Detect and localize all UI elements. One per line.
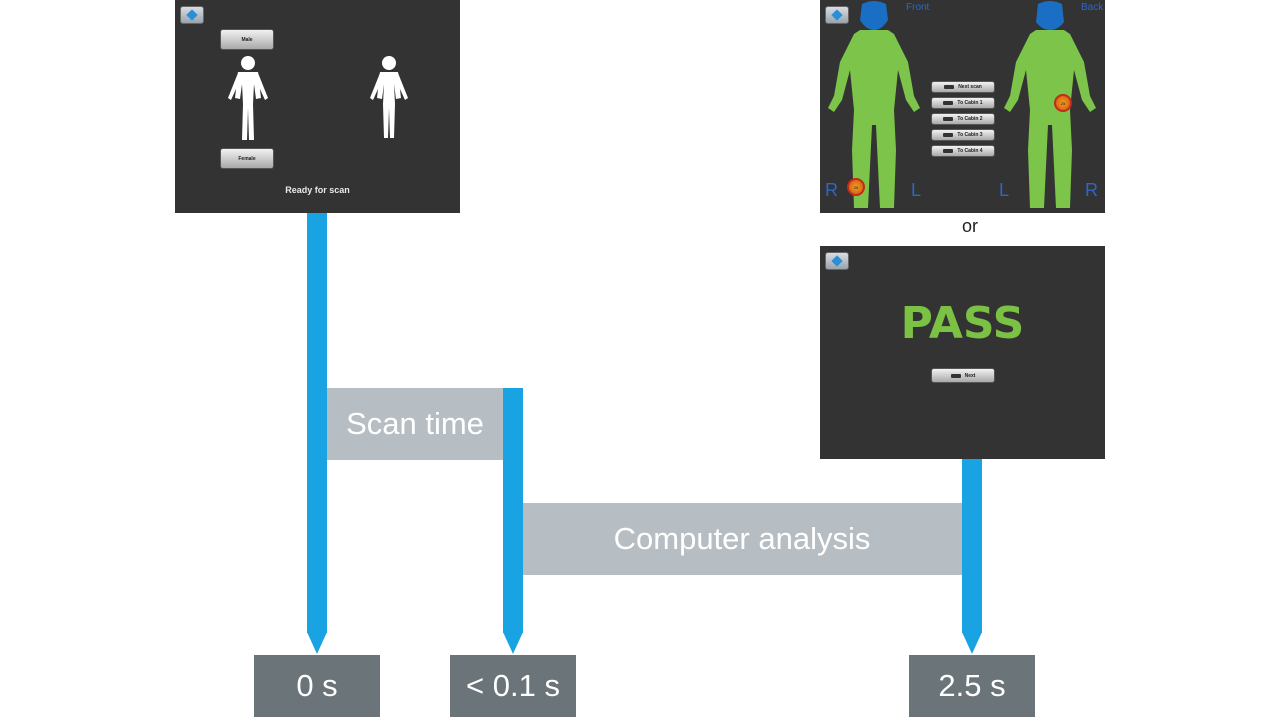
next-button[interactable]: Next: [931, 368, 995, 383]
timeline-bar-start: [307, 213, 327, 633]
back-left-side-label: L: [999, 180, 1010, 200]
logo-icon: [831, 255, 843, 267]
pass-result-screen: Next: [820, 246, 1105, 459]
female-figure-icon: [370, 56, 408, 138]
front-detection-marker[interactable]: 25: [847, 178, 865, 196]
front-view-label: Front: [906, 2, 930, 13]
magnifier-icon: [943, 117, 954, 121]
body-scan-result-screen: Front Back 25 25 Next scan To Cabin 1 To…: [820, 0, 1105, 213]
front-left-side-label: L: [911, 180, 922, 200]
next-scan-button[interactable]: Next scan: [931, 81, 995, 93]
scan-time-band: Scan time: [327, 388, 503, 460]
to-cabin-2-button[interactable]: To Cabin 2: [931, 113, 995, 125]
computer-analysis-band: Computer analysis: [522, 503, 962, 575]
to-cabin-4-button[interactable]: To Cabin 4: [931, 145, 995, 157]
timeline-bar-scan-end: [503, 388, 523, 633]
male-figure-icon: [228, 56, 268, 140]
arrow-right-icon: [944, 85, 955, 89]
logo-button[interactable]: [825, 252, 849, 270]
arrow-down-icon: [307, 632, 327, 654]
logo-button[interactable]: [825, 6, 849, 24]
pass-result-text: PASS: [900, 298, 1025, 349]
timeline-bar-analysis-end: [962, 459, 982, 633]
arrow-down-icon: [962, 632, 982, 654]
magnifier-icon: [943, 101, 954, 105]
magnifier-icon: [943, 133, 954, 137]
back-view-label: Back: [1081, 2, 1104, 13]
to-cabin-1-button[interactable]: To Cabin 1: [931, 97, 995, 109]
time-label-scan-end: < 0.1 s: [450, 655, 576, 717]
time-label-0s: 0 s: [254, 655, 380, 717]
arrow-down-icon: [503, 632, 523, 654]
or-label: or: [962, 216, 979, 236]
front-body-figure: [828, 1, 920, 208]
logo-icon: [186, 9, 198, 21]
back-right-side-label: R: [1085, 180, 1098, 200]
back-detection-marker[interactable]: 25: [1054, 94, 1072, 112]
status-text: Ready for scan: [285, 185, 350, 195]
scan-ready-screen: Male Female Ready for scan: [175, 0, 460, 213]
logo-button[interactable]: [180, 6, 204, 24]
female-button[interactable]: Female: [220, 148, 274, 169]
male-button[interactable]: Male: [220, 29, 274, 50]
magnifier-icon: [943, 149, 954, 153]
arrow-right-icon: [950, 373, 961, 378]
back-body-figure: [1004, 1, 1096, 208]
to-cabin-3-button[interactable]: To Cabin 3: [931, 129, 995, 141]
time-label-analysis-end: 2.5 s: [909, 655, 1035, 717]
front-right-side-label: R: [825, 180, 838, 200]
